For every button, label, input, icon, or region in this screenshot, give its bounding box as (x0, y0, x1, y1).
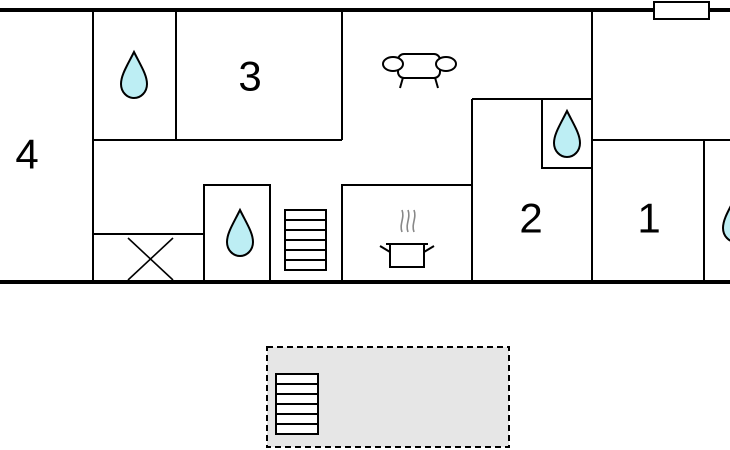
room-3-label: 3 (238, 53, 261, 100)
sofa-icon (382, 53, 457, 89)
cooking-pot-icon (379, 209, 435, 268)
water-drop-icon (225, 207, 255, 258)
water-drop-icon (119, 49, 149, 100)
window (653, 1, 710, 20)
water-drop-icon (552, 108, 582, 159)
stairs-icon (275, 373, 319, 435)
interior-walls (92, 10, 730, 283)
room-4-label: 4 (15, 131, 38, 178)
stairs-icon (284, 209, 327, 271)
cross-icon (127, 237, 174, 281)
room-2-label: 2 (519, 195, 542, 242)
water-drop-icon (721, 205, 730, 242)
room-1-label: 1 (637, 195, 660, 242)
